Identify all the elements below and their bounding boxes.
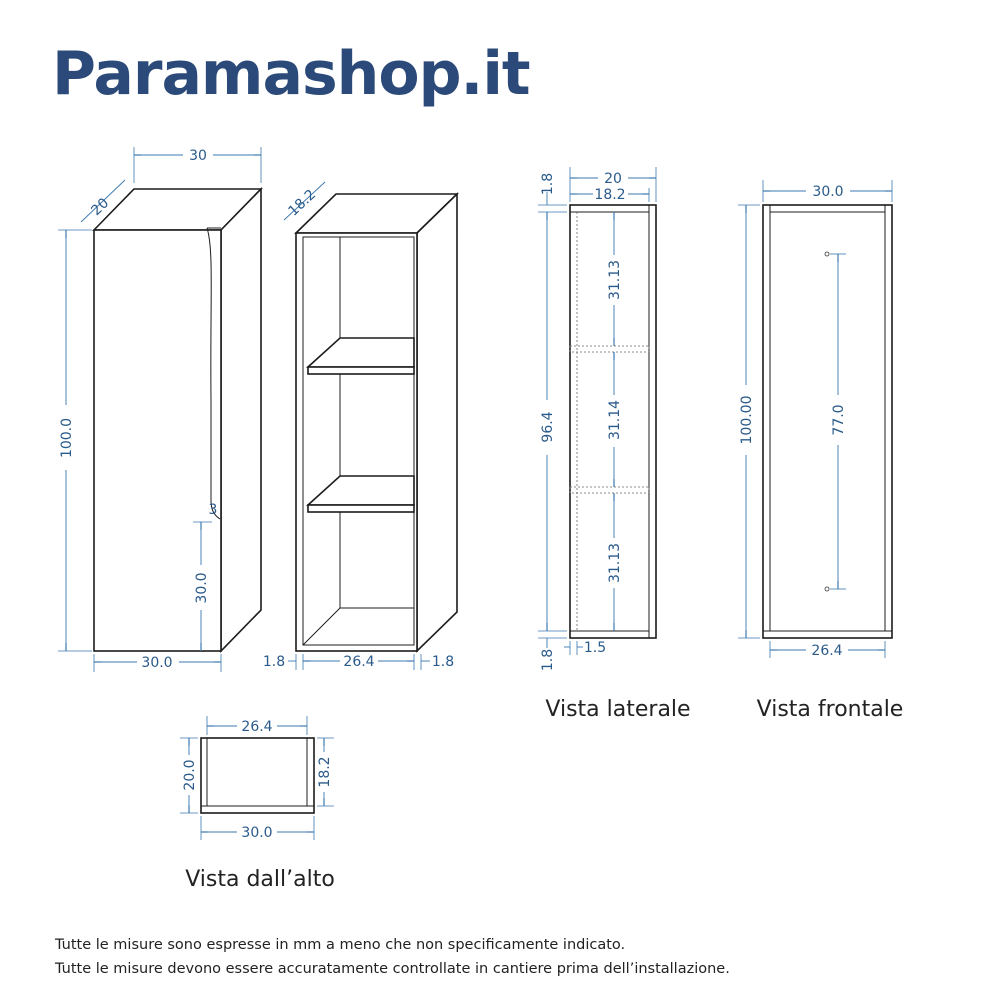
dim-side-top-panel: 1.8 <box>540 173 556 195</box>
dim-front-width: 30.0 <box>812 184 843 200</box>
top-view: 26.4 20.0 18.2 30.0 <box>180 716 334 841</box>
dim-closed-width: 30 <box>189 148 207 164</box>
caption-side-view: Vista laterale <box>545 697 690 722</box>
dim-side-inner-depth: 18.2 <box>594 187 625 203</box>
front-view: 30.0 100.00 77.0 26.4 <box>738 180 893 659</box>
mounting-hole-top <box>824 251 830 257</box>
open-cabinet-frame <box>295 232 418 652</box>
side-view: 20 18.2 1.8 96.4 1.8 31.13 31.14 <box>538 167 657 671</box>
footer-note-units: Tutte le misure sono espresse in mm a me… <box>54 937 625 953</box>
top-view-outline <box>200 737 315 814</box>
dim-open-inner-width: 26.4 <box>343 654 374 670</box>
dim-top-width: 30.0 <box>241 825 272 841</box>
footer-note-verify: Tutte le misure devono essere accuratame… <box>54 961 730 977</box>
dim-top-inner-width: 26.4 <box>241 719 272 735</box>
closed-cabinet-view: 30 20 100.0 30.0 3 30.0 <box>58 147 263 672</box>
dim-handle-height: 30.0 <box>194 572 210 603</box>
side-view-outline <box>569 204 657 639</box>
dim-side-back-panel: 1.5 <box>584 640 606 656</box>
side-shelf-lower <box>569 486 650 494</box>
dim-side-inner-height: 96.4 <box>540 411 556 442</box>
dim-closed-bottom-width: 30.0 <box>141 655 172 671</box>
dim-front-height: 100.00 <box>739 396 755 445</box>
dim-front-inner-width: 26.4 <box>811 643 842 659</box>
open-cabinet-view: 18.2 1.8 26.4 1.8 <box>263 181 459 670</box>
dim-open-right-panel: 1.8 <box>432 654 454 670</box>
dim-handle-gap: 3 <box>209 502 218 518</box>
closed-cabinet-door <box>93 229 222 652</box>
dim-side-shelf-bottom: 31.13 <box>607 543 623 583</box>
dim-open-left-panel: 1.8 <box>263 654 285 670</box>
dim-side-total-depth: 20 <box>604 171 622 187</box>
caption-front-view: Vista frontale <box>757 697 904 722</box>
front-view-outline <box>762 204 893 639</box>
dim-side-shelf-mid: 31.14 <box>607 400 623 440</box>
dim-side-bottom-panel: 1.8 <box>540 649 556 671</box>
brand-logo: Paramashop.it <box>52 39 530 109</box>
closed-cabinet-side <box>220 187 262 653</box>
dim-side-shelf-top: 31.13 <box>607 260 623 300</box>
dim-front-hole-spacing: 77.0 <box>831 404 847 435</box>
side-shelf-upper <box>569 345 650 353</box>
open-cabinet-side <box>416 192 458 653</box>
dim-top-inner-depth: 18.2 <box>317 756 333 787</box>
door-handle-groove <box>206 227 221 520</box>
dim-top-depth: 20.0 <box>182 759 198 790</box>
mounting-hole-bottom <box>824 586 830 592</box>
dim-closed-height: 100.0 <box>59 418 75 458</box>
caption-top-view: Vista dall’alto <box>185 867 335 892</box>
